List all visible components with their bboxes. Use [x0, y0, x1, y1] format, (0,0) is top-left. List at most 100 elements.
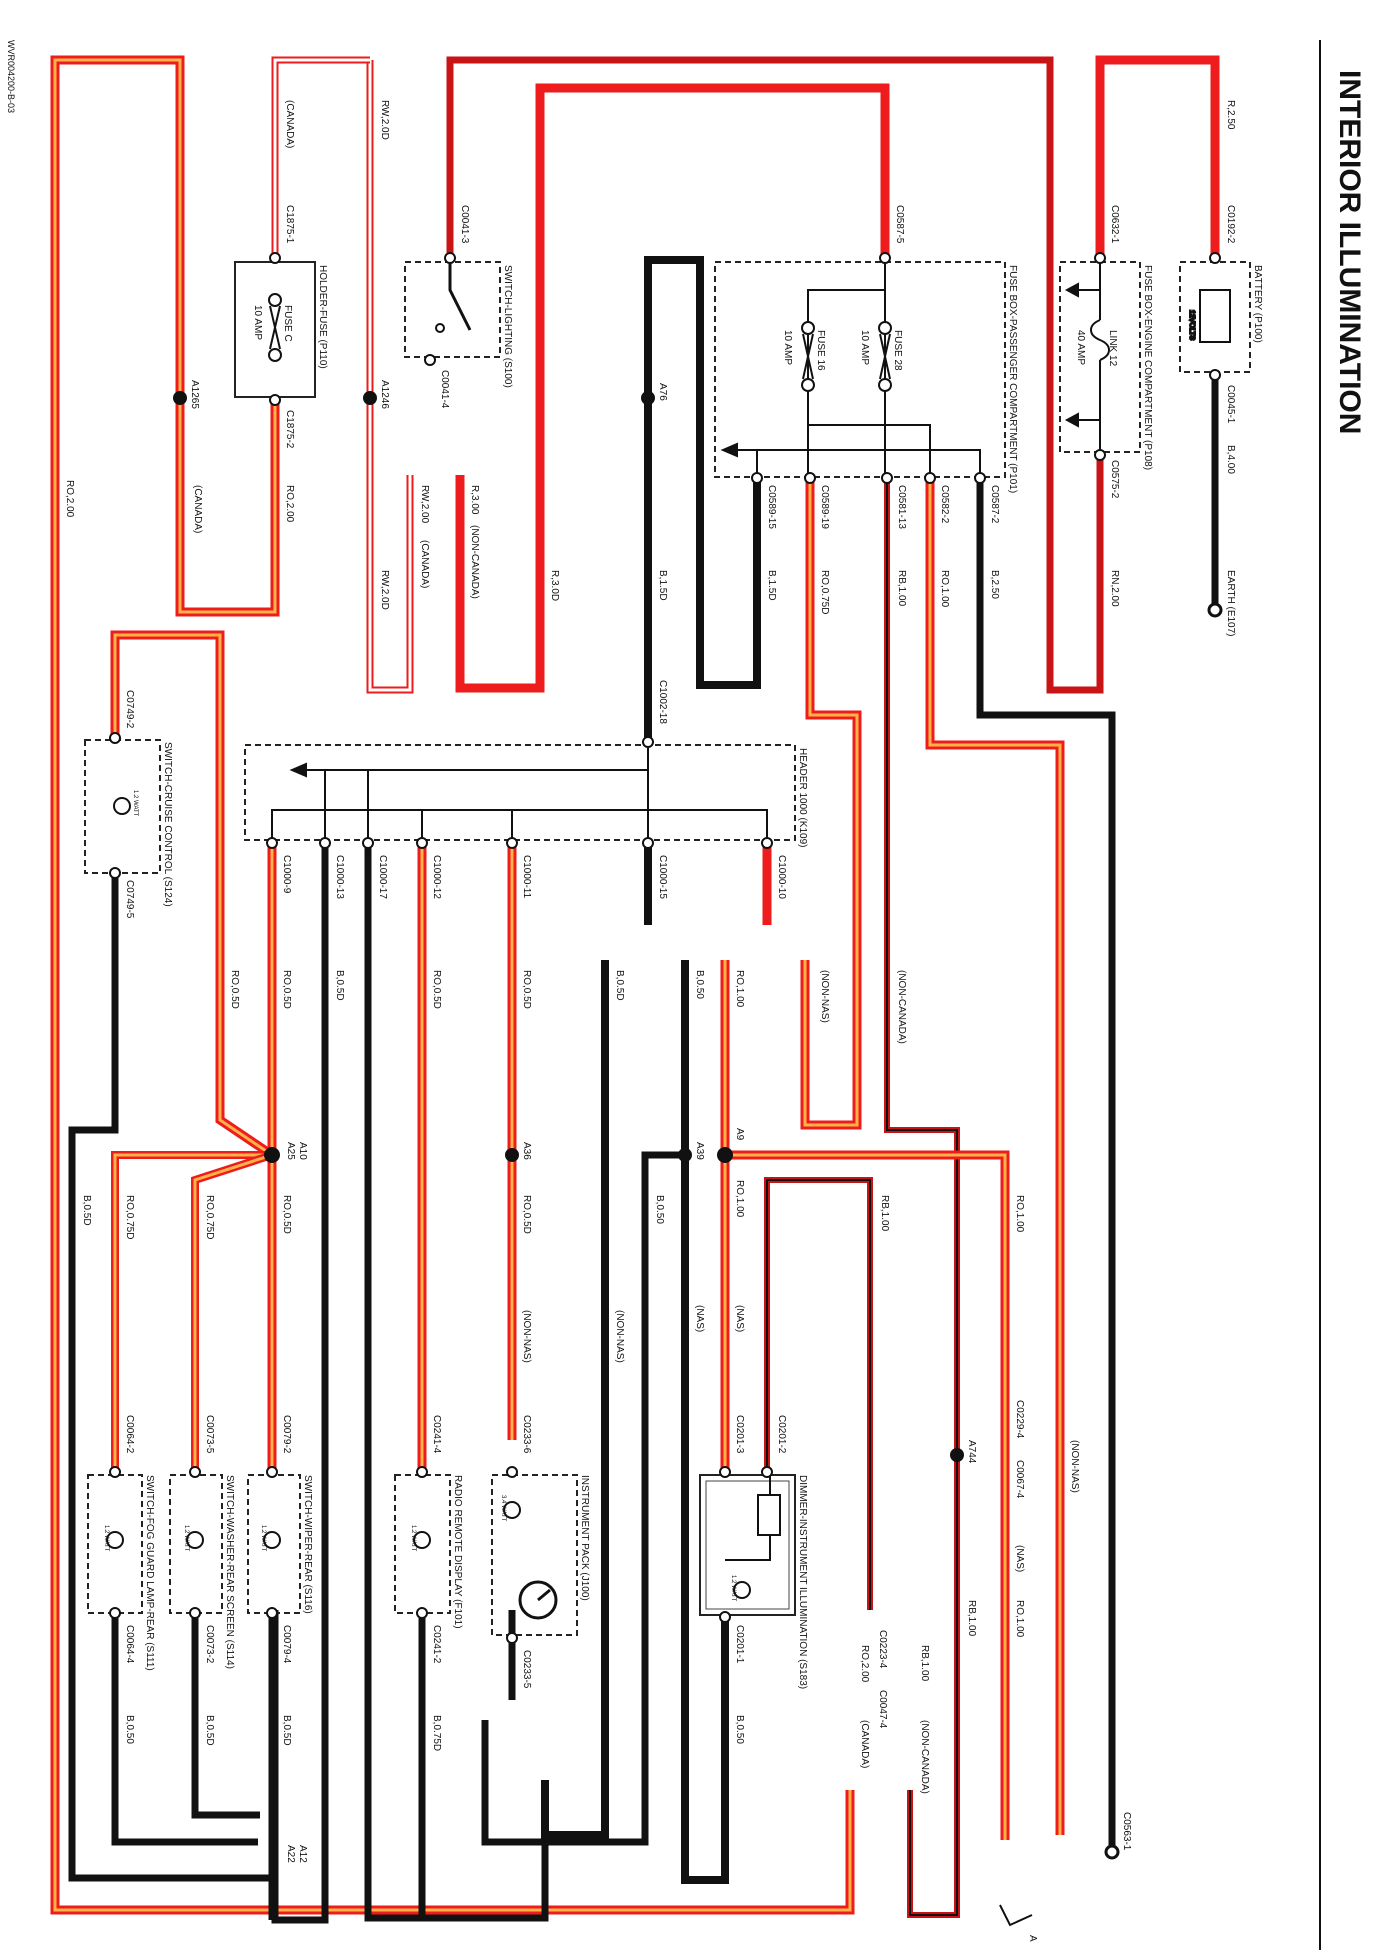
- bulb-wiper: [263, 1531, 281, 1549]
- header-box: [244, 744, 796, 841]
- c1000-10-label: C1000-10: [776, 855, 787, 899]
- wire-ro-0-5d-wiper-label: RO,0.5D: [281, 1195, 292, 1234]
- wire-r-3-00-label: R,3.00: [469, 485, 480, 515]
- note-nas-1: (NAS): [694, 1305, 705, 1332]
- fuse-box-passenger-label: FUSE BOX-PASSENGER COMPARTMENT (P101): [1007, 265, 1018, 493]
- splice-a9-dot: [717, 1147, 733, 1163]
- c1000-15-label: C1000-15: [657, 855, 668, 899]
- wire-rb-1-00-dim-label: RB,1.00: [879, 1195, 890, 1232]
- wire-ro-0-75d-washer-stripe: [193, 1153, 273, 1470]
- note-canada-4: (CANADA): [859, 1720, 870, 1768]
- wire-ro-0-5d-a36-label: RO,0.5D: [521, 1195, 532, 1234]
- wire-b-0-75d-radio-label: B,0.75D: [431, 1715, 442, 1751]
- wire-ro-1-00-a9-label: RO,1.00: [734, 1180, 745, 1218]
- dimmer-box: [699, 1474, 796, 1616]
- wire-b-0-50-fog: [111, 1615, 258, 1846]
- wire-b-1-5d-label-2: B,1.5D: [657, 570, 668, 601]
- splice-a76-dot: [641, 391, 655, 405]
- note-canada-2: (CANADA): [192, 485, 203, 533]
- c0041-4-label: C0041-4: [439, 370, 450, 409]
- radio-label: RADIO REMOTE DISPLAY (F101): [452, 1475, 463, 1629]
- wire-b-0-50-fog-label: B,0.50: [124, 1715, 135, 1744]
- radio-bulb-rating: 1.2 WATT: [410, 1525, 416, 1552]
- svg-text:12VOLTS: 12VOLTS: [1188, 310, 1195, 341]
- wire-rw-2-00-core: [273, 58, 370, 258]
- wire-ro-1-00-nas-label: RO,1.00: [1014, 1600, 1025, 1638]
- c0582-2-label: C0582-2: [939, 485, 950, 524]
- bulb-symbols: [106, 797, 751, 1599]
- battery-label: BATTERY (P100): [1252, 265, 1263, 343]
- wire-ro-0-75d-fog-stripe: [113, 1153, 272, 1470]
- earth-symbols: [1104, 602, 1223, 1860]
- note-non-canada-1: (NON-CANADA): [469, 525, 480, 599]
- wire-r-3-0d-label: R,3.0D: [549, 570, 560, 601]
- resistor-icon: [757, 1494, 781, 1536]
- c1002-18-label: C1002-18: [657, 680, 668, 724]
- wire-rb-1-00-a744-label: RB,1.00: [966, 1600, 977, 1637]
- wire-ro-1-00-nonnas-stripe: [928, 475, 1062, 1835]
- wire-ro-0-5d-cruise: [110, 630, 275, 1159]
- a10-label: A10: [297, 1142, 308, 1160]
- splice-a39-dot: [678, 1148, 692, 1162]
- c1000-9-label: C1000-9: [281, 855, 292, 894]
- c0079-4-label: C0079-4: [281, 1625, 292, 1664]
- diagram-title: INTERIOR ILLUMINATION: [1333, 70, 1366, 434]
- wire-ro-1-00-label: RO,1.00: [939, 570, 950, 608]
- wire-rw-2-0d-label-2: RW,2.0D: [379, 570, 390, 610]
- bulb-dimmer: [733, 1581, 751, 1599]
- wire-rb-1-00-core: [886, 475, 958, 1916]
- c0575-2-label: C0575-2: [1109, 460, 1120, 499]
- wire-b-4-00-label: B,4.00: [1225, 445, 1236, 474]
- fuse-16-amp-label: 10 AMP: [782, 330, 793, 365]
- fusec-top: [268, 293, 282, 307]
- bulb-instrument: [503, 1501, 521, 1519]
- wire-ro-1-00-a9-stripe: [725, 1153, 1007, 1840]
- wire-ro-0-5d-cruise-stripe: [113, 633, 273, 1157]
- wire-ro-0-75d-fog-label: RO,0.75D: [124, 1195, 135, 1239]
- fuse-c-amp-label: 10 AMP: [252, 305, 263, 340]
- dimmer-internal-wire: [725, 1535, 771, 1561]
- wire-b-0-5d-cruise-label: B,0.5D: [81, 1195, 92, 1226]
- battery-symbol: 12VOLTS: [1187, 289, 1231, 343]
- splice-a1246-dot: [363, 391, 377, 405]
- a12-label: A12: [297, 1845, 308, 1863]
- c1000-12-label: C1000-12: [431, 855, 442, 899]
- wire-ro-2-00-label: RO,2.00: [284, 485, 295, 523]
- c0223-4-label: C0223-4: [877, 1630, 888, 1669]
- c0581-13-label: C0581-13: [896, 485, 907, 529]
- wire-b-1-5d-label: B,1.5D: [766, 570, 777, 601]
- instrument-box: [491, 1474, 578, 1636]
- wire-rw-2-0d-label: RW,2.0D: [379, 100, 390, 140]
- link-12-amp-label: 40 AMP: [1075, 330, 1086, 365]
- c1875-1-label: C1875-1: [284, 205, 295, 244]
- wire-ro-1-00-hdr-label: RO,1.00: [734, 970, 745, 1008]
- bulb-fog: [106, 1531, 124, 1549]
- wire-b-1-5d: [644, 256, 761, 745]
- c1000-13-label: C1000-13: [334, 855, 345, 899]
- wire-ro-2-00-label-2: RO,2.00: [64, 480, 75, 518]
- wire-b-0-50-hdr-label: B,0.50: [694, 970, 705, 999]
- c0045-1-label: C0045-1: [1225, 385, 1236, 424]
- wire-rn-2-00: [446, 56, 1104, 694]
- wire-ro-2-00-label-3: RO,2.00: [859, 1645, 870, 1683]
- wire-rb-1-00-dimmer-core: [766, 1179, 871, 1610]
- note-non-nas-3: (NON-NAS): [614, 1310, 625, 1363]
- document-id: WVR004200-B-03: [6, 40, 16, 113]
- note-non-nas-4: (NON-NAS): [1069, 1440, 1080, 1493]
- wire-r-2-50-label: R,2.50: [1225, 100, 1236, 130]
- dimmer-box-inner: [705, 1480, 790, 1610]
- c0233-5-label: C0233-5: [521, 1650, 532, 1689]
- a9-label: A9: [734, 1128, 745, 1141]
- note-nas-3: (NAS): [1014, 1545, 1025, 1572]
- wire-b-0-5d-hdr-label: B,0.5D: [614, 970, 625, 1001]
- link-12-label: LINK 12: [1107, 330, 1118, 367]
- splice-a744-dot: [950, 1448, 964, 1462]
- c0229-4-label: C0229-4: [1014, 1400, 1025, 1439]
- wire-b-0-5d-cruise: [68, 870, 279, 1882]
- washer-label: SWITCH-WASHER-REAR SCREEN (S114): [224, 1475, 235, 1669]
- wire-b-0-50-washer: [191, 1615, 260, 1819]
- instrument-label: INSTRUMENT PACK (J100): [579, 1475, 590, 1601]
- c0064-2-label: C0064-2: [124, 1415, 135, 1454]
- bulb-cruise: [113, 797, 131, 815]
